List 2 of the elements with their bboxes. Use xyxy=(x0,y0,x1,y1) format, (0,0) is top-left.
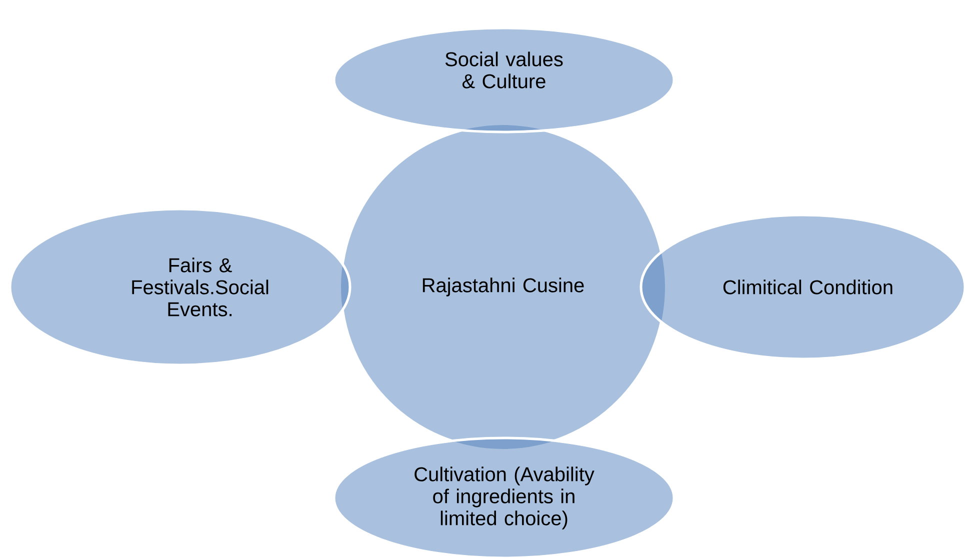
node-label: Climitical Condition xyxy=(723,280,892,294)
node-label: Fairs & Festivals.Social Events. xyxy=(132,258,268,316)
